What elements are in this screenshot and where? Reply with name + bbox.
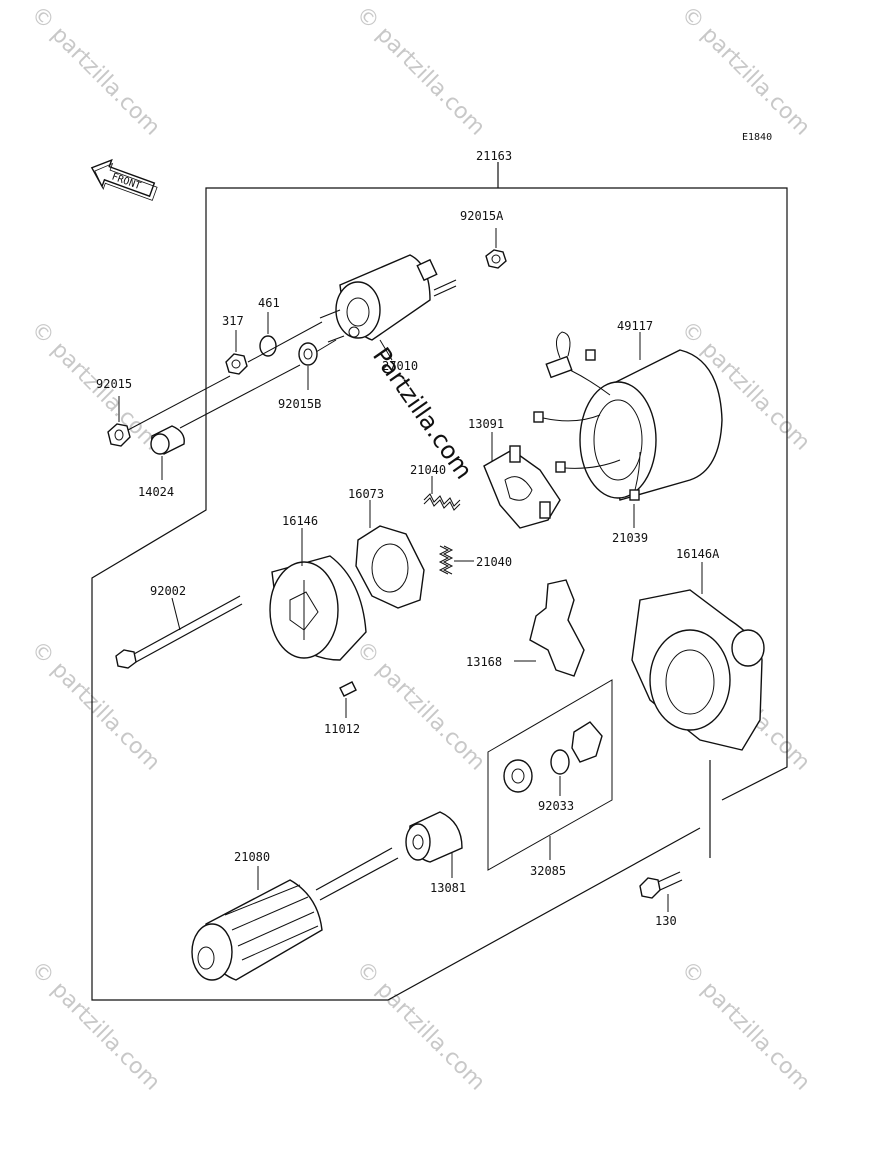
part-label-49117: 49117 (617, 319, 653, 333)
part-label-13168: 13168 (466, 655, 502, 669)
armature-icon (191, 847, 399, 981)
part-label-27010: 27010 (382, 359, 418, 373)
bolt-icon (639, 871, 683, 899)
part-label-92015a: 92015A (460, 209, 504, 223)
part-label-13091: 13091 (468, 417, 504, 431)
bolt-icon (115, 595, 243, 669)
watermark: © partzilla.com (676, 957, 815, 1096)
watermark: © partzilla.com (26, 2, 165, 141)
part-label-92015b: 92015B (278, 397, 321, 411)
part-label-14024: 14024 (138, 485, 174, 499)
part-label-461: 461 (258, 296, 280, 310)
assembly-outline (91, 162, 788, 1001)
part-label-92033: 92033 (538, 799, 574, 813)
part-label-92002: 92002 (150, 584, 186, 598)
circlip-icon (550, 749, 570, 775)
kit-outline (487, 679, 613, 871)
part-label-21039: 21039 (612, 531, 648, 545)
nut-icon (485, 228, 507, 269)
spring-icon (438, 545, 454, 575)
cover-icon (269, 555, 367, 661)
part-label-92015: 92015 (96, 377, 132, 391)
nut-icon (107, 423, 131, 447)
pin-icon (339, 681, 357, 697)
front-arrow-icon: FRONT (90, 158, 158, 201)
part-label-13081: 13081 (430, 881, 466, 895)
cap-icon (150, 425, 185, 455)
part-label-16073: 16073 (348, 487, 384, 501)
lever-icon (529, 579, 585, 677)
clutch-icon (405, 811, 463, 863)
part-label-32085: 32085 (530, 864, 566, 878)
washer-icon (259, 335, 277, 357)
brush-holder-icon (483, 445, 561, 529)
watermark: © partzilla.com (351, 2, 490, 141)
part-label-21040-lower: 21040 (476, 555, 512, 569)
part-label-21040-upper: 21040 (410, 463, 446, 477)
part-label-130: 130 (655, 914, 677, 928)
watermark: © partzilla.com (676, 2, 815, 141)
nut-icon (298, 342, 318, 366)
watermark: © partzilla.com (26, 957, 165, 1096)
part-label-317: 317 (222, 314, 244, 328)
spring-icon (423, 493, 461, 511)
part-label-16146: 16146 (282, 514, 318, 528)
part-label-21080: 21080 (234, 850, 270, 864)
nut-icon (225, 353, 248, 375)
solenoid-icon (319, 254, 457, 361)
plate-icon (355, 525, 425, 609)
diagram-code: E1840 (742, 132, 772, 143)
part-label-11012: 11012 (324, 722, 360, 736)
part-label-21163: 21163 (476, 149, 512, 163)
part-label-16146a: 16146A (676, 547, 720, 561)
housing-icon (631, 589, 765, 751)
yoke-icon (533, 331, 723, 501)
watermark: © partzilla.com (351, 957, 490, 1096)
